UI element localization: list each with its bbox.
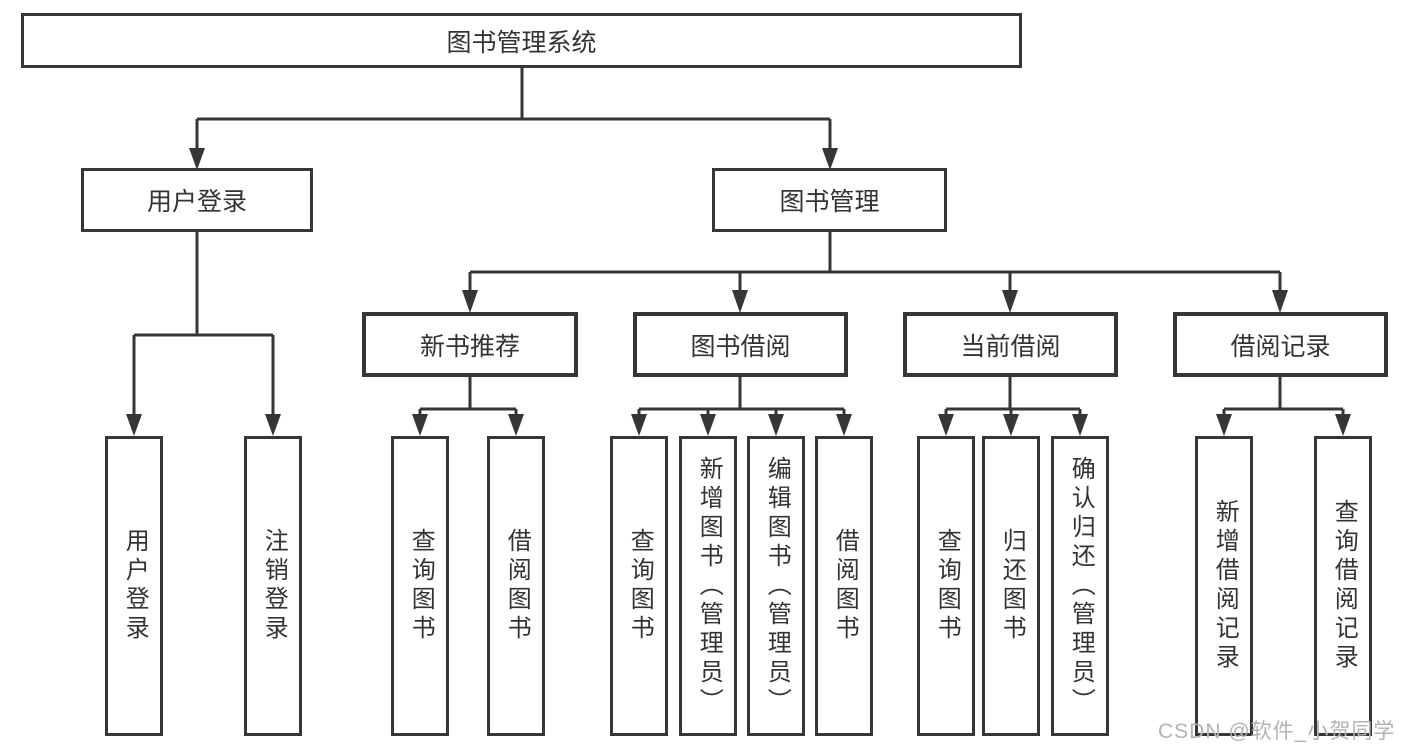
- node-root: 图书管理系统: [21, 13, 1022, 68]
- node-label: 用户登录: [146, 188, 247, 216]
- connectors-current-borrow: [938, 377, 1088, 436]
- leaf-borrow-books: 借阅图书: [815, 436, 873, 736]
- connectors-book-borrow: [631, 377, 852, 436]
- node-label: 当前借阅: [960, 332, 1061, 361]
- node-label: 查询图书: [626, 528, 654, 644]
- node-book-management: 图书管理: [712, 168, 947, 232]
- leaf-return-book: 归还图书: [982, 436, 1040, 736]
- connectors-book-management: [462, 232, 1288, 313]
- connectors-root: [189, 68, 838, 170]
- node-label: 图书管理系统: [446, 28, 597, 57]
- connectors-user-login: [126, 232, 281, 436]
- node-label: 新增借阅记录: [1211, 499, 1239, 673]
- leaf-user-login: 用户登录: [105, 436, 163, 736]
- node-label: 查询借阅记录: [1330, 499, 1358, 673]
- node-label: 查询图书: [407, 528, 435, 644]
- connectors-borrow-records: [1216, 377, 1351, 436]
- node-label: 借阅图书: [831, 528, 859, 644]
- node-label: 图书借阅: [690, 332, 791, 361]
- node-user-login: 用户登录: [81, 168, 313, 232]
- node-label: 查询图书: [933, 528, 961, 644]
- node-label: 注销登录: [260, 528, 288, 644]
- leaf-logout: 注销登录: [244, 436, 302, 736]
- node-label: 用户登录: [121, 528, 149, 644]
- node-label: 编辑图书（管理员）: [763, 455, 791, 717]
- leaf-query-books-recommend: 查询图书: [391, 436, 449, 736]
- leaf-edit-book-admin: 编辑图书（管理员）: [747, 436, 805, 736]
- watermark: CSDN @软件_小贺同学: [1158, 720, 1396, 743]
- node-borrow-records: 借阅记录: [1173, 312, 1388, 377]
- connectors-new-book-recommend: [412, 377, 524, 436]
- node-label: 图书管理: [779, 188, 880, 216]
- leaf-query-books-borrow: 查询图书: [610, 436, 668, 736]
- node-label: 借阅图书: [503, 528, 531, 644]
- leaf-confirm-return-admin: 确认归还（管理员）: [1051, 436, 1109, 736]
- node-new-book-recommend: 新书推荐: [362, 312, 578, 377]
- node-label: 归还图书: [998, 528, 1026, 644]
- node-label: 确认归还（管理员）: [1067, 455, 1095, 717]
- node-current-borrow: 当前借阅: [903, 312, 1118, 377]
- leaf-add-book-admin: 新增图书（管理员）: [679, 436, 737, 736]
- node-label: 借阅记录: [1230, 332, 1331, 361]
- leaf-query-books-current: 查询图书: [917, 436, 975, 736]
- leaf-add-borrow-record: 新增借阅记录: [1195, 436, 1253, 736]
- leaf-borrow-books-recommend: 借阅图书: [487, 436, 545, 736]
- node-label: 新增图书（管理员）: [695, 455, 723, 717]
- leaf-query-borrow-record: 查询借阅记录: [1314, 436, 1372, 736]
- node-book-borrow: 图书借阅: [633, 312, 848, 377]
- node-label: 新书推荐: [419, 332, 520, 361]
